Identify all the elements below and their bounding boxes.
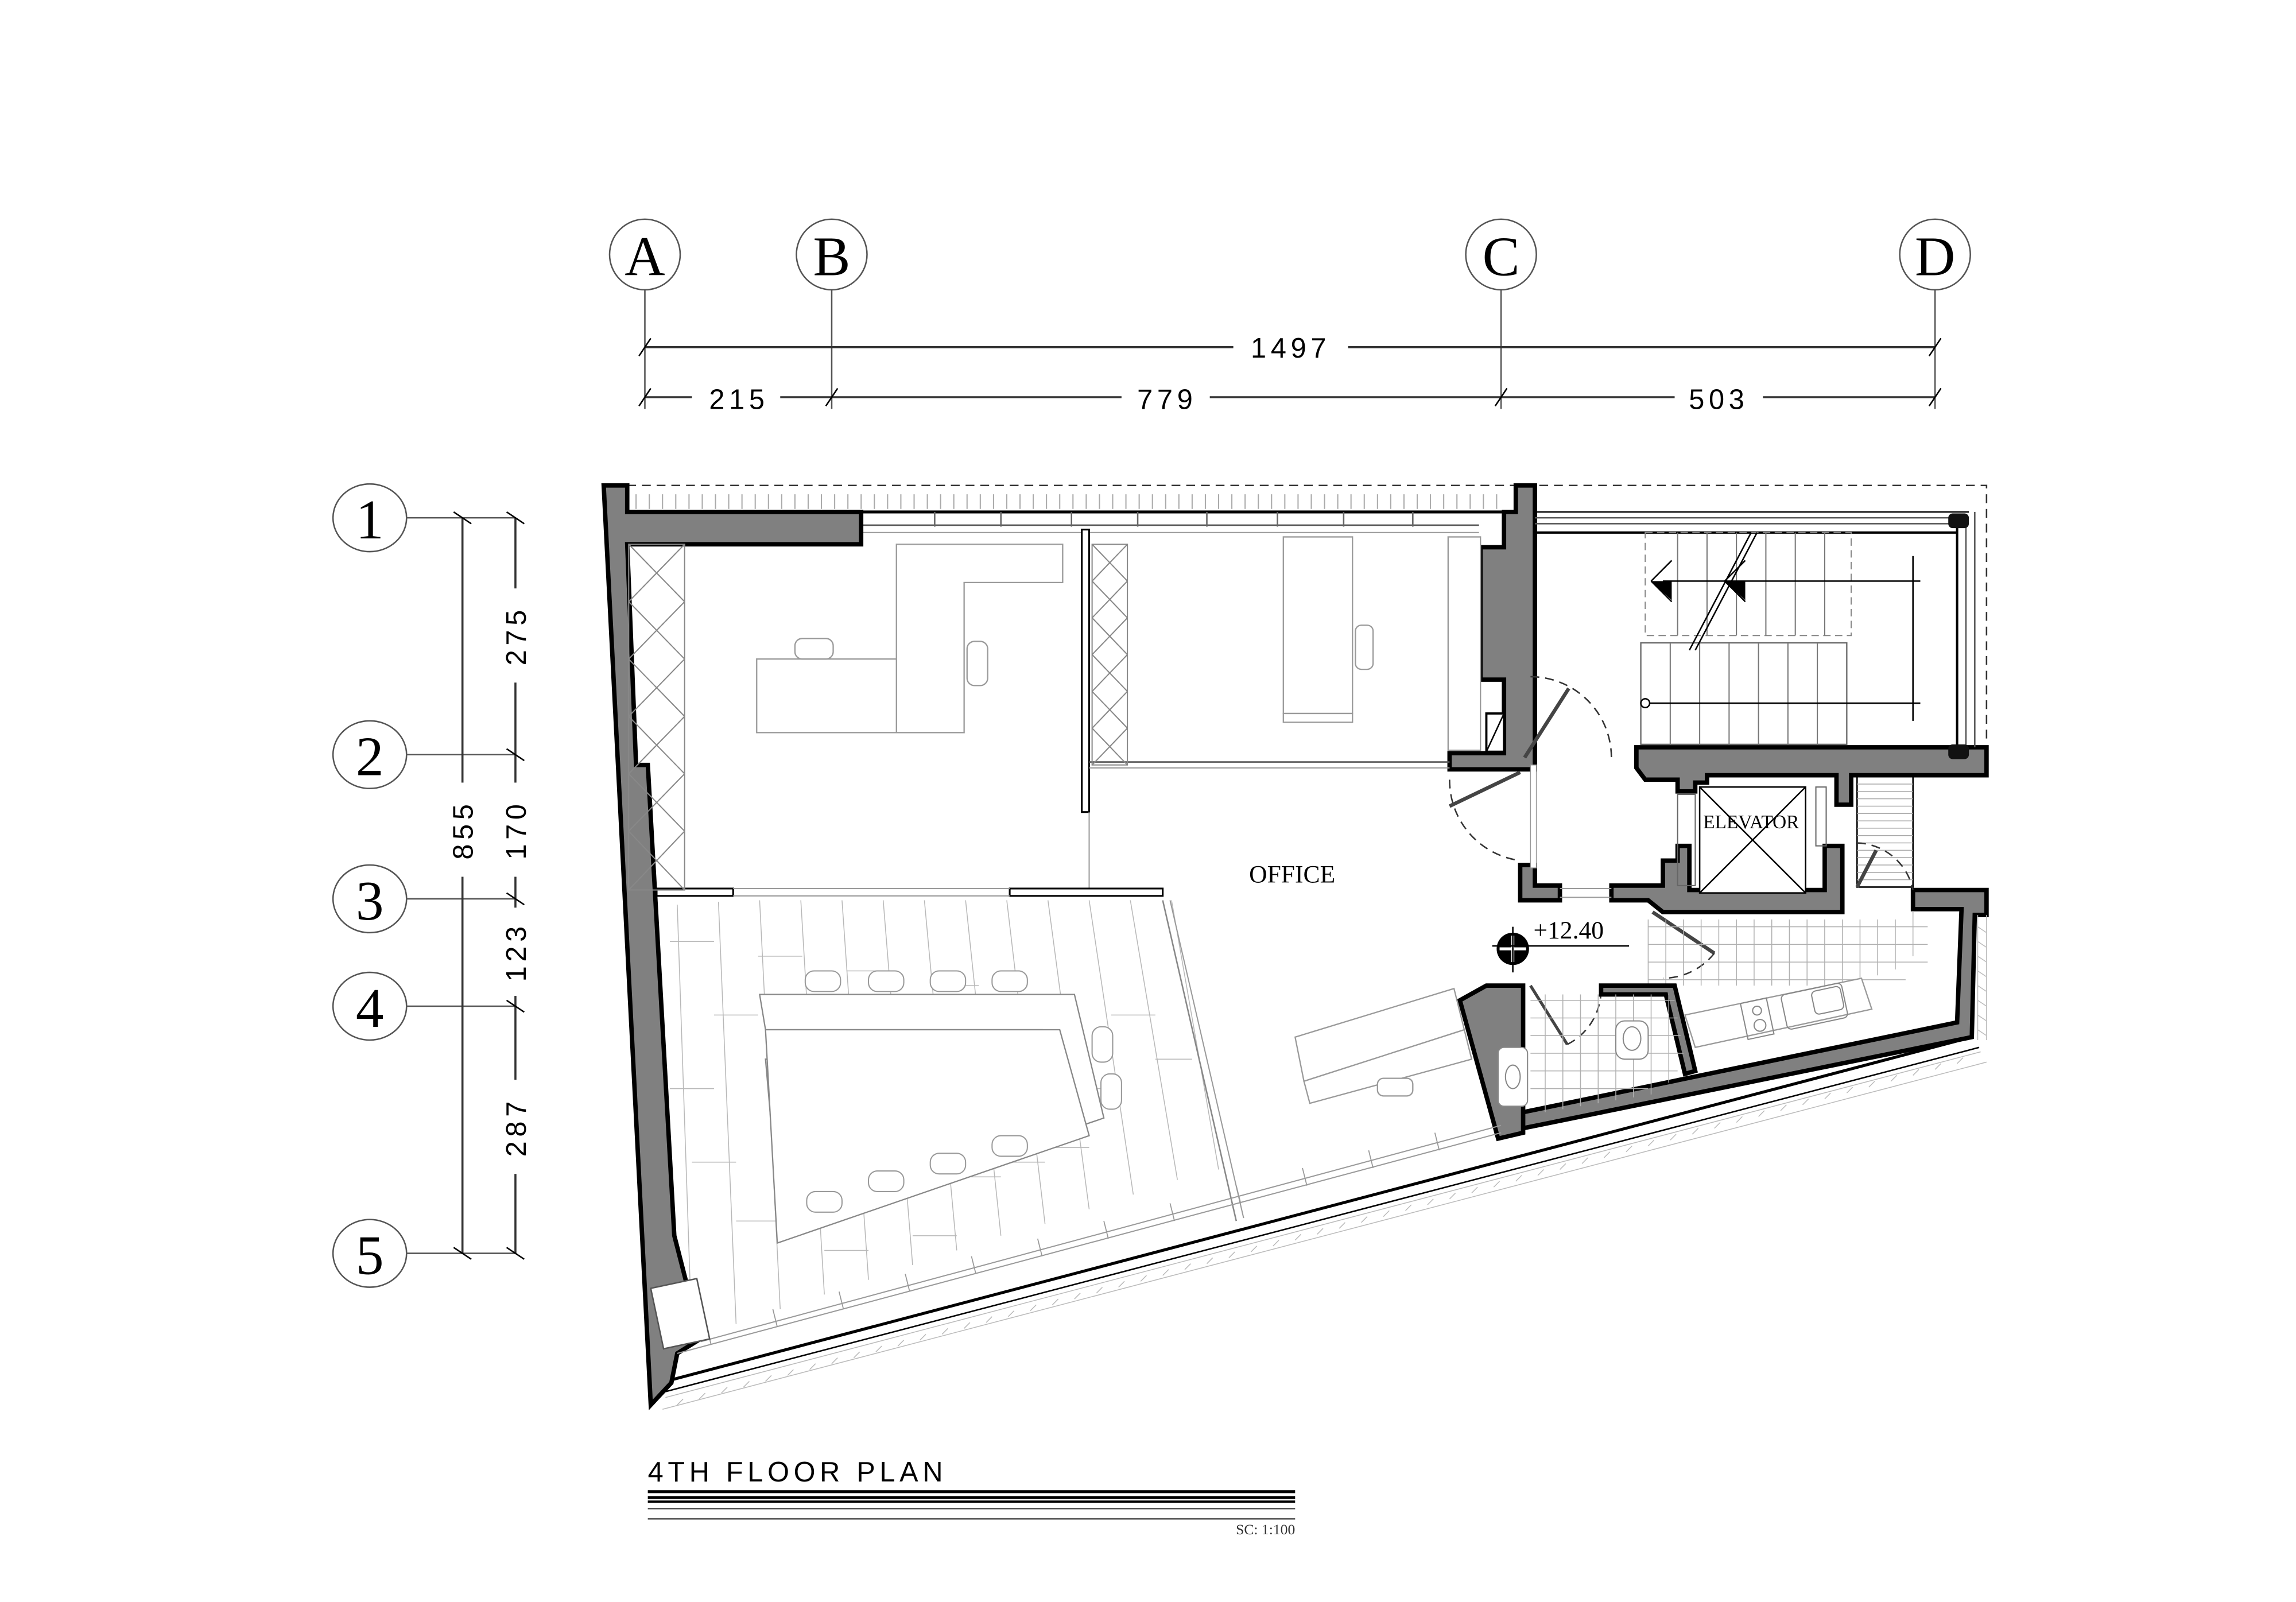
grid-bubble-a[interactable]: A xyxy=(608,218,681,409)
grid-label-2: 2 xyxy=(356,726,384,788)
dimension-total-depth: 855 xyxy=(448,800,479,859)
vertical-dimensions: 855 275 170 123 287 xyxy=(444,511,533,1260)
left-office-furniture xyxy=(756,544,1064,734)
column-grid: A B C D xyxy=(608,218,1971,409)
drawing-title: 4TH FLOOR PLAN xyxy=(648,1457,948,1488)
office-label: OFFICE xyxy=(1249,861,1335,889)
dimension-a-b: 215 xyxy=(709,384,769,415)
grid-bubble-1[interactable]: 1 xyxy=(332,483,515,553)
grid-bubble-2[interactable]: 2 xyxy=(332,720,515,789)
level-datum-icon xyxy=(1492,926,1630,973)
kitchen-tile-floor xyxy=(1647,911,1928,986)
storage-cabinets xyxy=(628,544,1128,891)
dimension-1-2: 275 xyxy=(501,606,532,665)
office-core-corner xyxy=(1518,863,1562,903)
grid-bubble-3[interactable]: 3 xyxy=(332,864,515,934)
grid-label-b: B xyxy=(813,226,850,288)
grid-label-d: D xyxy=(1915,226,1955,288)
dimension-total-width: 1497 xyxy=(1251,333,1331,364)
title-block: 4TH FLOOR PLAN SC: 1:100 xyxy=(647,1457,1296,1538)
stair-bottom-wall xyxy=(1634,745,1989,807)
grid-label-3: 3 xyxy=(356,870,384,932)
grid-label-5: 5 xyxy=(356,1224,384,1286)
stair-balcony-frame xyxy=(1535,511,1976,759)
elevator-wall-left xyxy=(1609,843,1845,914)
staircase xyxy=(1640,532,1921,745)
meeting-table xyxy=(759,970,1122,1244)
bottom-facade xyxy=(650,915,1987,1410)
dimension-b-c: 779 xyxy=(1137,384,1197,415)
row-grid: 1 2 3 4 5 xyxy=(332,483,515,1288)
dimension-2-3: 170 xyxy=(501,800,532,859)
left-wall xyxy=(601,483,864,1410)
elevator[interactable]: ELEVATOR xyxy=(1677,786,1827,894)
grid-bubble-4[interactable]: 4 xyxy=(332,971,515,1041)
dimension-3-4: 123 xyxy=(501,922,532,982)
right-office-furniture xyxy=(1282,536,1481,751)
dimension-c-d: 503 xyxy=(1689,384,1748,415)
horizontal-dimensions: 1497 215 779 503 xyxy=(638,329,1942,415)
grid-bubble-5[interactable]: 5 xyxy=(332,1219,515,1288)
kitchen-counter xyxy=(1684,977,1873,1049)
grid-label-c: C xyxy=(1483,226,1520,288)
drawing-scale: SC: 1:100 xyxy=(1236,1521,1295,1538)
grid-bubble-c[interactable]: C xyxy=(1465,218,1537,409)
grid-label-4: 4 xyxy=(356,978,384,1039)
elevator-label: ELEVATOR xyxy=(1703,812,1799,833)
grid-bubble-d[interactable]: D xyxy=(1899,218,1971,409)
balcony-outline xyxy=(627,484,1988,743)
office-partitions xyxy=(656,529,1450,897)
reception-desk xyxy=(1294,987,1473,1104)
level-marker: +12.40 xyxy=(1492,917,1630,973)
dimension-4-5: 287 xyxy=(501,1097,532,1157)
plan-body: ELEVATOR xyxy=(601,483,1989,1410)
grid-label-1: 1 xyxy=(356,489,384,551)
grid-label-a: A xyxy=(625,226,665,288)
level-value: +12.40 xyxy=(1533,917,1604,944)
grid-bubble-b[interactable]: B xyxy=(796,218,868,409)
wc-room xyxy=(1457,983,1698,1142)
